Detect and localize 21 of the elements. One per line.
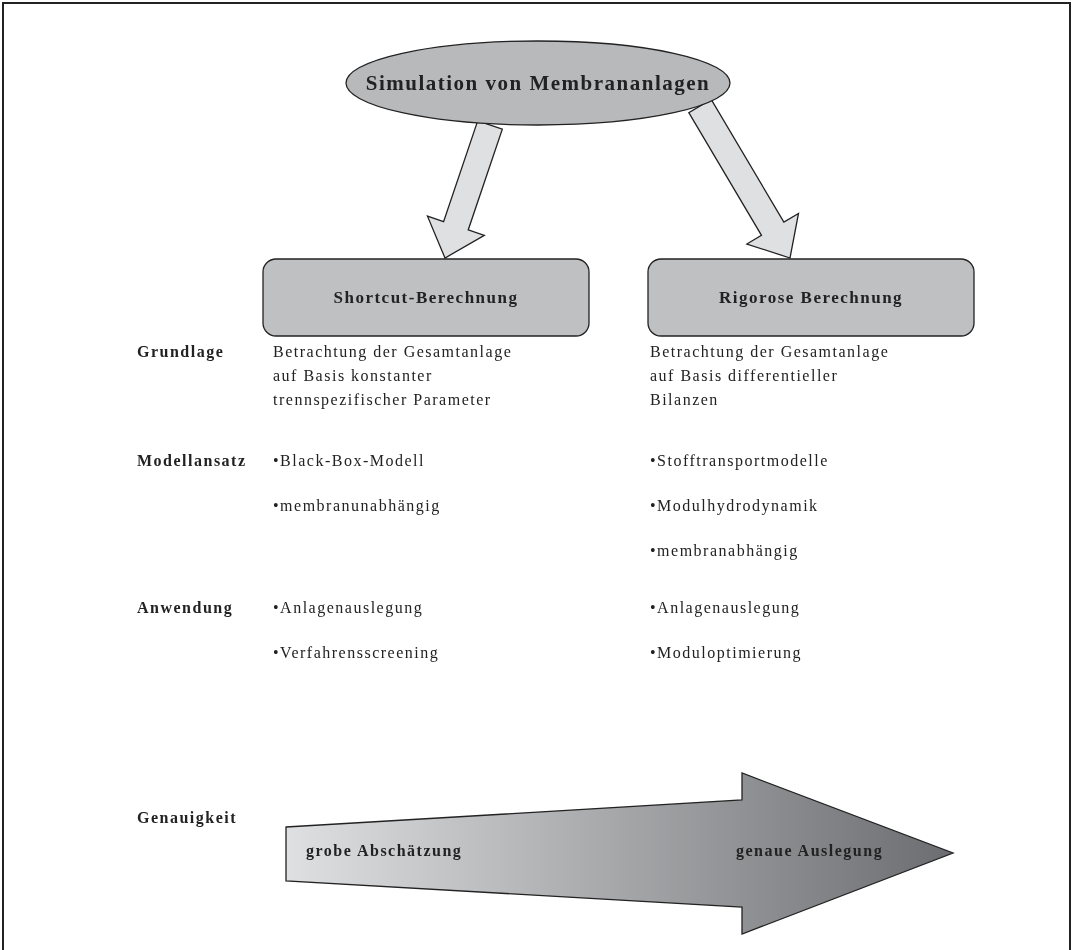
scale-label: grobe Abschätzung	[306, 842, 463, 860]
description-text: Betrachtung der Gesamtanlage auf Basis differentieller Bilanzen	[650, 342, 891, 410]
list-item: •Black-Box-Modell	[273, 451, 425, 471]
row-heading: Grundlage	[137, 342, 225, 363]
list-item: •Moduloptimierung	[650, 643, 802, 664]
list-item: •Anlagenauslegung	[650, 598, 801, 619]
list-item: •Anlagenauslegung	[273, 598, 424, 619]
description-text: Betrachtung der Gesamtanlage auf Basis konstanter trennspezifischer Parameter	[273, 342, 514, 411]
scale-label: genaue Auslegung	[736, 842, 884, 860]
list-item: •membranunabhängig	[273, 496, 441, 517]
list-item: •membranabhängig	[650, 541, 799, 562]
list-item: •Stofftransportmodelle	[650, 451, 829, 472]
row-heading: Genauigkeit	[137, 808, 238, 829]
row-heading: Anwendung	[137, 598, 234, 619]
block-arrow	[687, 98, 800, 259]
ellipse-label: Simulation von Membrananlagen	[365, 70, 711, 96]
box-label: Rigorose Berechnung	[718, 287, 904, 308]
row-heading: Modellansatz	[137, 451, 247, 471]
list-item: •Modulhydrodynamik	[650, 496, 819, 517]
box-label: Shortcut-Berechnung	[333, 287, 519, 308]
list-item: •Verfahrensscreening	[273, 643, 440, 664]
